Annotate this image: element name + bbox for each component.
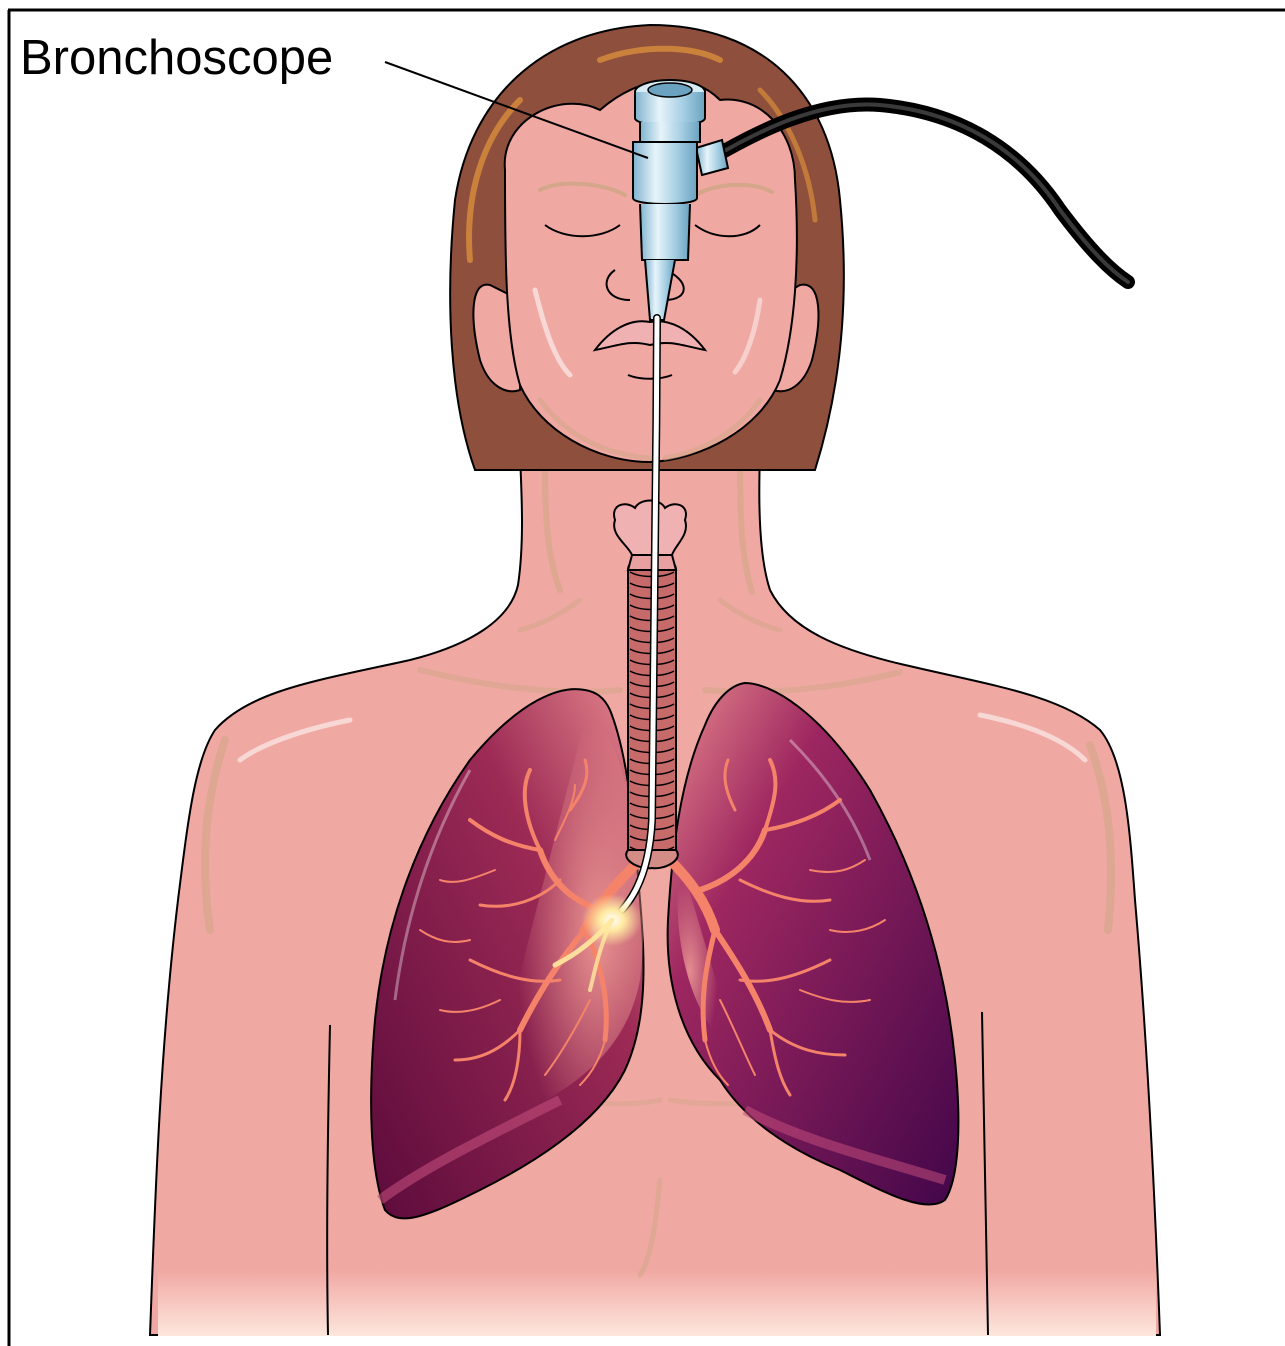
bronchoscope-label: Bronchoscope	[20, 31, 333, 85]
